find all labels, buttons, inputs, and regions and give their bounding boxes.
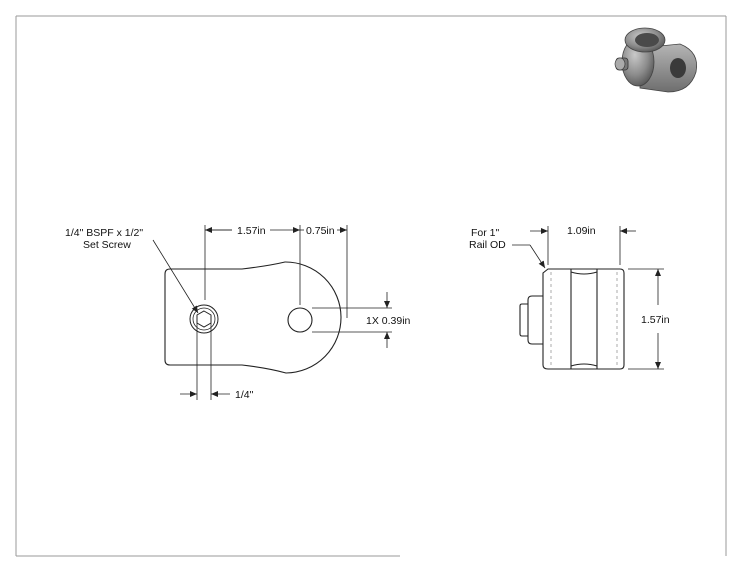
side-view-hidden-lines bbox=[550, 272, 618, 366]
dim-screw-offset: 1/4" bbox=[235, 389, 254, 401]
side-view-outline bbox=[519, 268, 625, 370]
screw-callout-line2: Set Screw bbox=[83, 239, 131, 251]
dim-screw-to-hole: 1.57in bbox=[237, 225, 266, 237]
mounting-hole bbox=[287, 307, 313, 333]
front-view-dimensions bbox=[152, 225, 392, 400]
dim-hole-to-end: 0.75in bbox=[306, 225, 335, 237]
screw-callout-line1: 1/4" BSPF x 1/2" bbox=[65, 227, 143, 239]
dim-side-height: 1.57in bbox=[641, 314, 670, 326]
set-screw-hex-socket bbox=[189, 304, 219, 334]
dim-side-width: 1.09in bbox=[567, 225, 596, 237]
3d-part-render-icon bbox=[614, 27, 698, 93]
side-view-dimensions bbox=[512, 226, 664, 370]
rail-callout-line1: For 1" bbox=[471, 227, 500, 239]
sheet-border bbox=[15, 15, 727, 557]
front-view-outline bbox=[164, 261, 342, 374]
dim-hole-diameter: 1X 0.39in bbox=[366, 315, 411, 327]
rail-callout-line2: Rail OD bbox=[469, 239, 506, 251]
